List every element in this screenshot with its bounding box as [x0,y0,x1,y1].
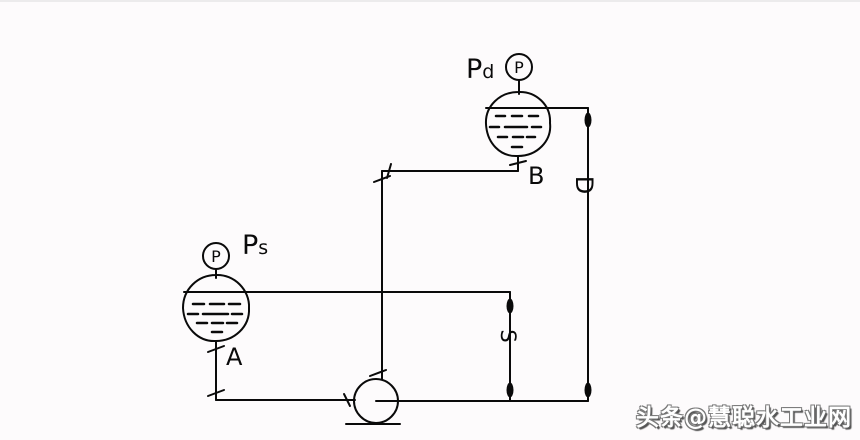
tank-a-outlet-tick [207,345,225,353]
suction-line-top-dot [506,298,514,314]
pump-riser-piping [369,163,519,380]
tank-a-label: A [226,343,243,371]
riser-top-tick [373,175,391,183]
suction-gauge-label-sub: s [258,237,268,259]
pump-suction-tick [343,393,351,407]
suction-line-s [506,291,514,402]
tank-a-shell [182,273,251,343]
horizontal-pipe-tick [386,163,392,179]
top-edge-line [0,0,860,2]
suction-gauge-label-main: P [242,230,258,261]
suction-pressure-gauge [202,242,230,279]
tank-b-liquid-dashes [488,114,543,149]
tank-a-lower-tick [207,389,225,397]
tank-a-liquid-dashes [186,302,244,334]
gauge-letter: P [211,247,221,266]
discharge-line-d [584,107,592,402]
bottom-suction-piping [215,393,356,407]
suction-line-label: S [496,329,520,342]
discharge-line-top-dot [584,112,592,128]
discharge-gauge-label-sub: d [482,61,494,83]
pump [345,378,589,425]
suction-line-bottom-dot [506,382,514,398]
gauge-letter: P [514,58,524,77]
discharge-gauge-label-main: P [466,54,482,85]
suction-tank [182,273,511,401]
tank-b-shell [484,90,552,158]
discharge-line-label: D [570,176,598,194]
discharge-line-bottom-dot [584,382,592,398]
discharge-tank [484,90,589,172]
discharge-gauge-label: Pd [466,54,494,85]
suction-gauge-label: Ps [242,230,268,261]
pump-inlet-tick [369,369,387,377]
watermark: 头条@慧聪水工业网 [636,405,852,431]
tank-b-outlet-tick [509,160,527,166]
tank-b-label: B [528,162,544,190]
